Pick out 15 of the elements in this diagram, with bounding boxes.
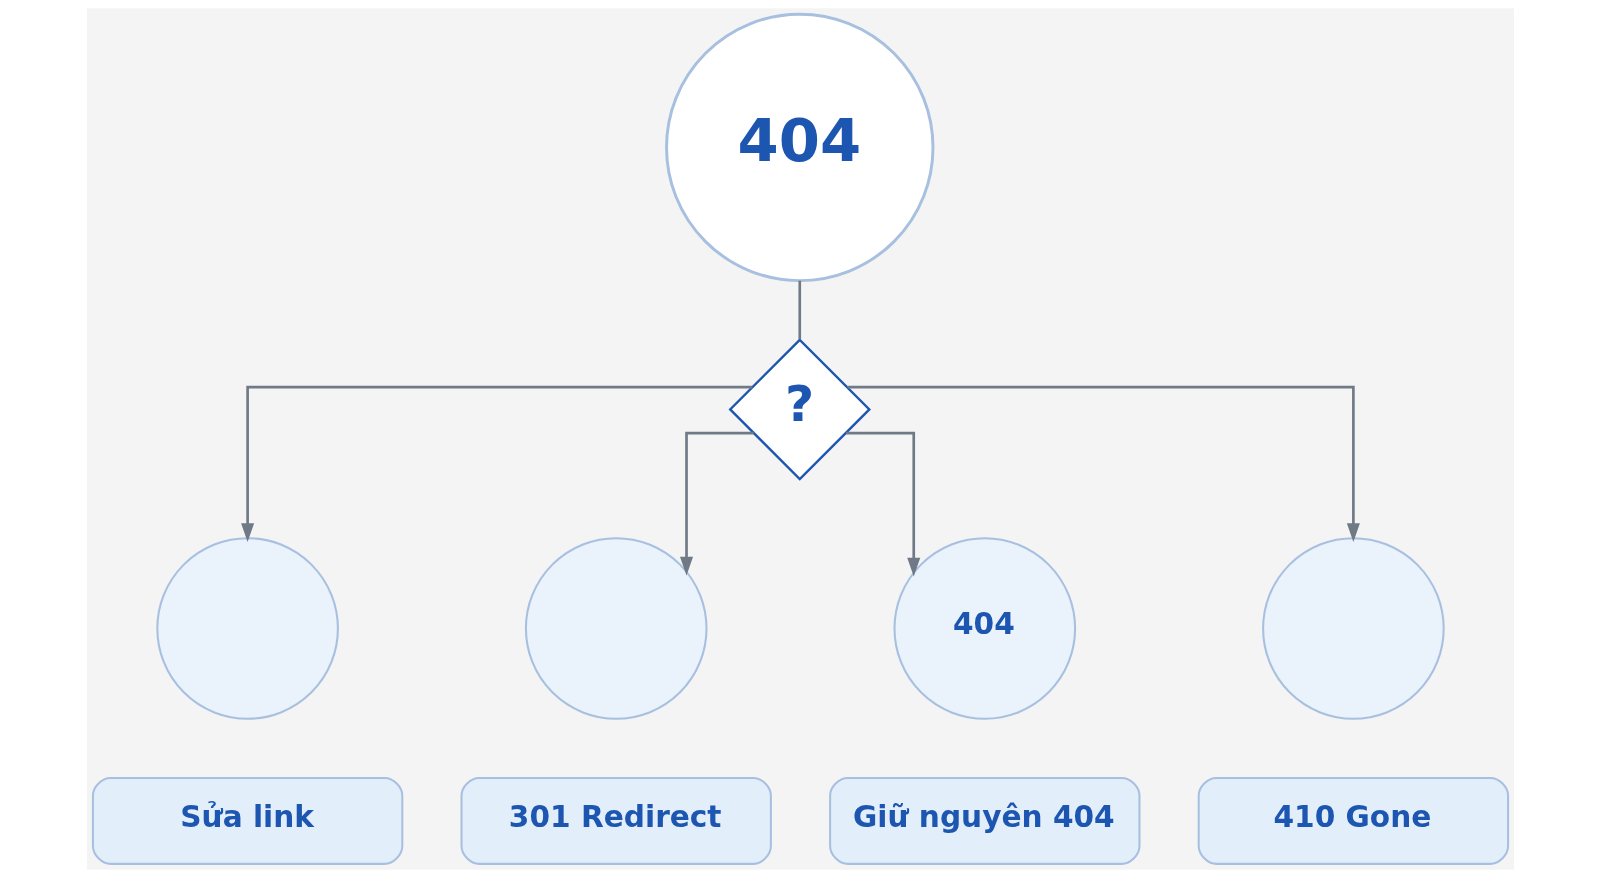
node-circle: [524, 537, 708, 720]
node-diamond: ?: [728, 338, 871, 481]
node-box: 301 Redirect: [459, 776, 772, 865]
node-box: 410 Gone: [1197, 776, 1509, 865]
arrow: [679, 431, 754, 576]
node-box: Giữ nguyên 404: [828, 776, 1141, 865]
arrow: [846, 385, 1360, 542]
arrow: [845, 431, 920, 577]
node-circle: 404: [664, 12, 934, 283]
node-circle: [155, 537, 339, 720]
connector: [797, 280, 801, 340]
node-circle: 404: [892, 537, 1076, 720]
node-box: Sửa link: [91, 776, 403, 865]
arrow: [240, 385, 752, 542]
node-circle: [1261, 537, 1445, 720]
